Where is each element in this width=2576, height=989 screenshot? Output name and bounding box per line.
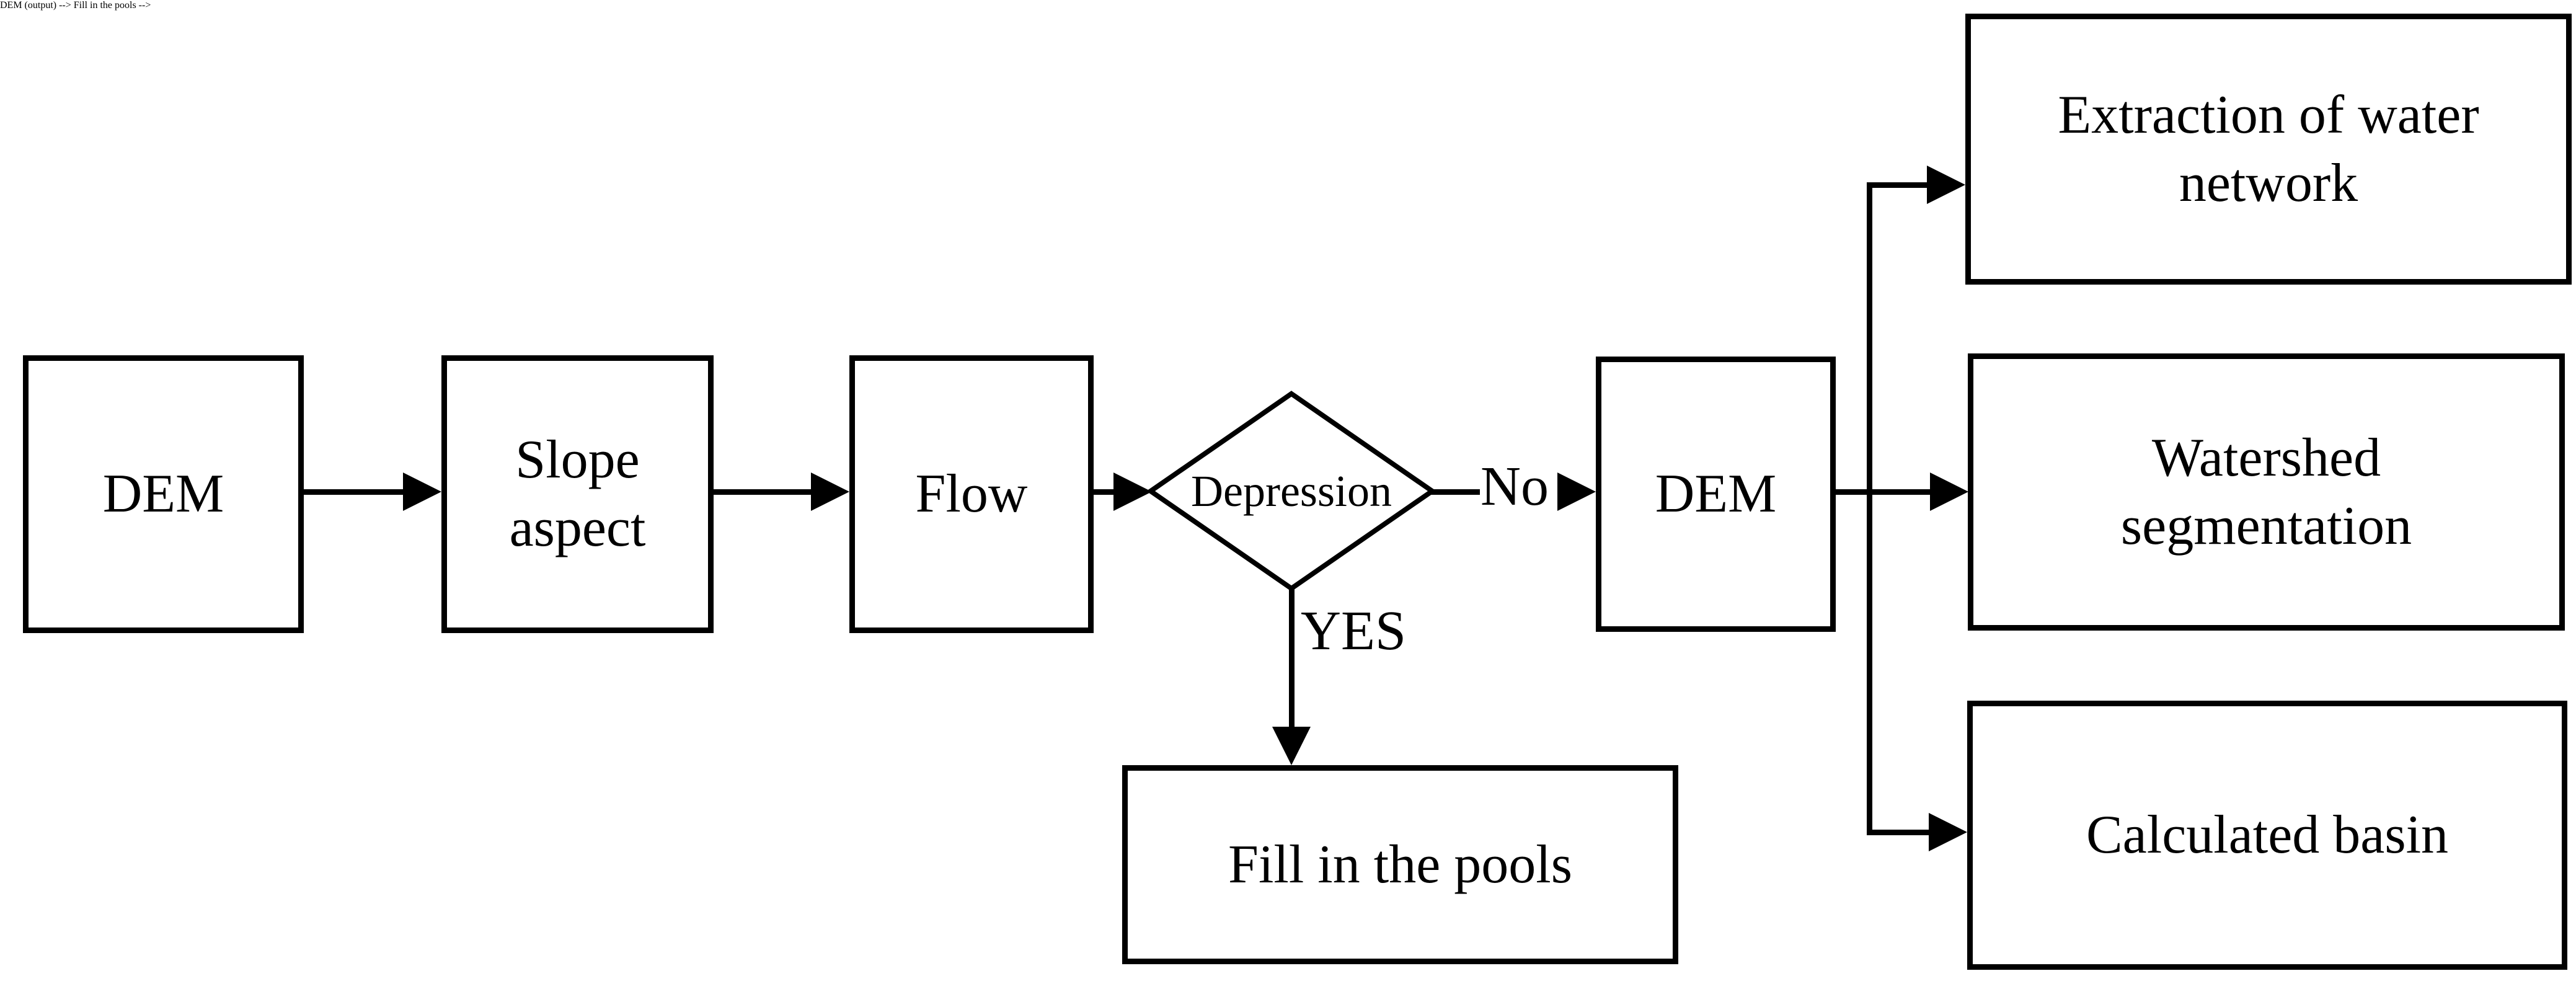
node-dem-output: DEM bbox=[1596, 357, 1836, 632]
node-fill-pools-label: Fill in the pools bbox=[1228, 834, 1572, 895]
node-fill-pools: Fill in the pools bbox=[1122, 765, 1678, 964]
decision-depression: Depression bbox=[1146, 390, 1437, 592]
arrow-dem-to-watershed-line bbox=[1836, 489, 1931, 495]
node-flow-label: Flow bbox=[915, 464, 1028, 524]
arrow-flow-to-depression-head-icon bbox=[1113, 472, 1152, 511]
arrow-depression-to-dem-head-icon bbox=[1557, 472, 1596, 511]
arrow-branch-to-calculated-head-icon bbox=[1929, 813, 1967, 851]
arrow-branch-to-calculated-line bbox=[1867, 830, 1931, 835]
node-slope-aspect-label-line2: aspect bbox=[509, 498, 646, 558]
node-watershed-label-line1: Watershed bbox=[2151, 427, 2381, 488]
arrow-depression-to-fill-line bbox=[1289, 586, 1295, 730]
node-dem-input: DEM bbox=[23, 355, 304, 633]
node-dem-input-label: DEM bbox=[102, 464, 224, 524]
node-extraction-label-line1: Extraction of water bbox=[2058, 84, 2479, 145]
arrow-dem-to-watershed-head-icon bbox=[1930, 472, 1968, 511]
node-extraction-label-line2: network bbox=[2179, 153, 2358, 213]
node-watershed-label-line2: segmentation bbox=[2120, 495, 2412, 556]
arrow-branch-to-extraction-line bbox=[1867, 182, 1929, 188]
node-extraction-water-network: Extraction of water network bbox=[1965, 14, 2572, 285]
edge-label-no: No bbox=[1481, 456, 1549, 517]
node-dem-output-label: DEM bbox=[1655, 464, 1777, 524]
node-calculated-basin-label: Calculated basin bbox=[2086, 805, 2449, 865]
node-slope-aspect: Slope aspect bbox=[441, 355, 714, 633]
arrow-flow-to-depression-line bbox=[1094, 489, 1116, 495]
arrow-depression-to-fill-head-icon bbox=[1272, 727, 1311, 765]
arrow-branch-to-extraction-head-icon bbox=[1927, 166, 1965, 204]
node-slope-aspect-label-line1: Slope bbox=[515, 430, 640, 490]
decision-depression-label: Depression bbox=[1191, 466, 1392, 516]
arrow-slope-to-flow-head-icon bbox=[811, 472, 849, 511]
node-calculated-basin: Calculated basin bbox=[1967, 701, 2567, 970]
branch-trunk-line bbox=[1867, 182, 1872, 835]
edge-label-yes: YES bbox=[1301, 600, 1407, 662]
arrow-depression-to-dem-line bbox=[1430, 489, 1480, 495]
node-flow: Flow bbox=[849, 355, 1094, 633]
node-watershed-segmentation: Watershed segmentation bbox=[1968, 353, 2565, 631]
arrow-dem-to-slope-head-icon bbox=[403, 472, 441, 511]
arrow-dem-to-slope-line bbox=[304, 489, 404, 495]
arrow-slope-to-flow-line bbox=[714, 489, 812, 495]
